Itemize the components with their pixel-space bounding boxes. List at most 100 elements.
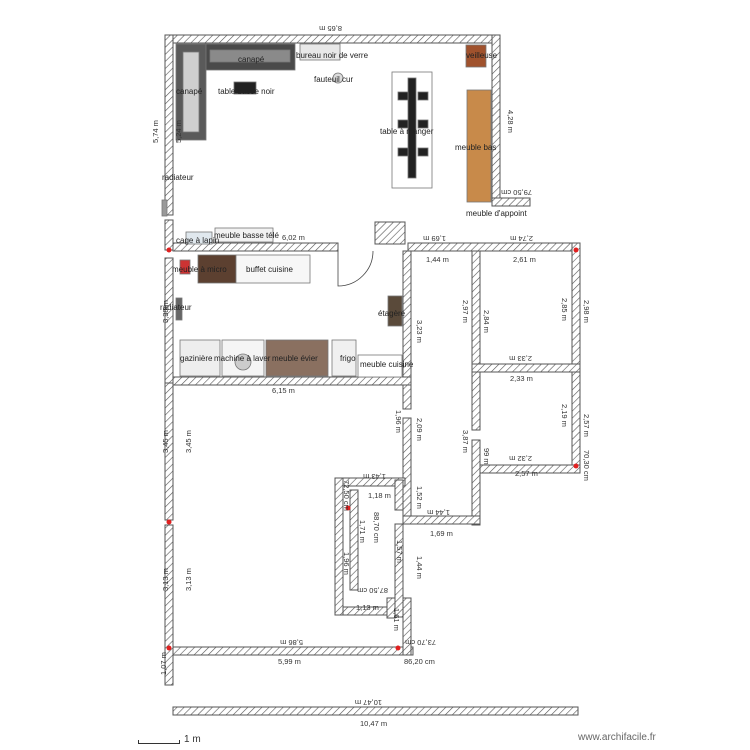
dim-label: 2,09 m bbox=[415, 418, 424, 441]
dim-label: 73,70 cm bbox=[405, 638, 436, 647]
canape-left-inner bbox=[182, 51, 200, 133]
scale-bar bbox=[138, 740, 180, 744]
dim-label: 1,96 m bbox=[342, 552, 351, 575]
cage-lapin bbox=[185, 231, 213, 245]
label-frigo: frigo bbox=[340, 354, 356, 363]
label-meuble-micro: meuble à micro bbox=[172, 265, 227, 274]
label-gaziniere: gazinière bbox=[180, 354, 213, 363]
label-radiateur-2: radiateur bbox=[160, 303, 192, 312]
wall-corridor-h bbox=[402, 515, 481, 525]
dim-label: 2,57 m bbox=[515, 469, 538, 478]
dim-label: 79,50 cm bbox=[501, 188, 532, 197]
markers bbox=[166, 247, 579, 651]
wall-bottom-far bbox=[172, 706, 579, 716]
chair bbox=[397, 91, 409, 101]
dim-label: 3,45 m bbox=[184, 430, 193, 453]
marker bbox=[166, 519, 172, 525]
label-table-basse: table basse noir bbox=[218, 87, 275, 96]
marker bbox=[573, 463, 579, 469]
dim-label: 1,07 m bbox=[159, 652, 168, 675]
wall-inner-link bbox=[394, 479, 404, 511]
buffet bbox=[235, 254, 311, 284]
wall-kitchen-bottom bbox=[172, 376, 412, 386]
chair bbox=[417, 147, 429, 157]
label-meuble-tele: meuble basse télé bbox=[214, 231, 279, 240]
brand-link[interactable]: www.archifacile.fr bbox=[578, 732, 656, 743]
wall-left-mid bbox=[164, 219, 174, 251]
dim-label: 70,30 cm bbox=[582, 450, 591, 481]
dim-label: 3,13 m bbox=[184, 568, 193, 591]
label-buffet: buffet cuisine bbox=[246, 265, 294, 274]
wall-bottom bbox=[172, 646, 414, 656]
label-fauteuil: fauteuil cur bbox=[314, 75, 353, 84]
label-radiateur-1: radiateur bbox=[162, 173, 194, 182]
marker bbox=[166, 645, 172, 651]
dim-label: 2,32 m bbox=[509, 454, 532, 463]
dim-label: 3,87 m bbox=[461, 430, 470, 453]
label-machine-laver: machine à laver bbox=[214, 354, 271, 363]
dim-label: 1,44 m bbox=[415, 556, 424, 579]
label-meuble-bas: meuble bas bbox=[455, 143, 496, 152]
marker bbox=[573, 247, 579, 253]
radiateur-2 bbox=[175, 297, 183, 321]
wall-room-divider-h bbox=[471, 363, 581, 373]
dim-label: 2,33 m bbox=[509, 354, 532, 363]
label-etagere: étagère bbox=[378, 309, 406, 318]
dim-label: 10,47 m bbox=[360, 719, 387, 728]
fauteuil bbox=[332, 72, 344, 84]
dim-label: 1,69 m bbox=[430, 529, 453, 538]
wall-top bbox=[164, 34, 501, 44]
wall-mid-left bbox=[172, 242, 339, 252]
dim-label: 3,38 m bbox=[161, 300, 170, 323]
chair bbox=[417, 91, 429, 101]
dim-label: 2,74 m bbox=[510, 234, 533, 243]
dim-label: 88,70 cm bbox=[372, 512, 381, 543]
wall-bottom-stub bbox=[402, 597, 412, 656]
canape-top-inner bbox=[209, 49, 291, 63]
dim-label: 1,44 m bbox=[426, 255, 449, 264]
dim-label: 3,23 m bbox=[415, 320, 424, 343]
label-meuble-evier: meuble évier bbox=[272, 354, 318, 363]
frigo bbox=[331, 339, 357, 377]
dim-label: 99 m bbox=[482, 448, 491, 465]
label-veilleuse: veilleuse bbox=[466, 51, 498, 60]
dim-label: 1,71 m bbox=[358, 520, 367, 543]
wall-right-rooms bbox=[571, 242, 581, 474]
dim-label: 87,50 cm bbox=[357, 586, 388, 595]
meuble-cuisine bbox=[357, 354, 403, 378]
dim-label: 1,18 m bbox=[368, 491, 391, 500]
dim-label: 2,61 m bbox=[513, 255, 536, 264]
marker bbox=[166, 247, 172, 253]
dim-label: 2,33 m bbox=[510, 374, 533, 383]
dim-label: 5,74 m bbox=[151, 120, 160, 143]
dim-label: 3,45 m bbox=[161, 430, 170, 453]
dim-label: 2,98 m bbox=[582, 300, 591, 323]
dim-label: 10,47 m bbox=[355, 698, 382, 707]
meuble-evier bbox=[265, 339, 329, 377]
dim-label: 6,02 m bbox=[282, 233, 305, 242]
etagere bbox=[387, 295, 403, 327]
meuble-micro bbox=[197, 254, 237, 284]
dimensions: 8,65 m 5,74 m 5,24 m 4,28 m 79,50 cm 6,0… bbox=[151, 24, 591, 728]
wall-room-divider-v2 bbox=[471, 371, 481, 431]
meuble-bas bbox=[466, 89, 492, 203]
chair bbox=[397, 147, 409, 157]
marker bbox=[395, 645, 401, 651]
dim-label: 1,69 m bbox=[423, 234, 446, 243]
gaziniere bbox=[179, 339, 221, 377]
dim-label: 1,44 m bbox=[427, 508, 450, 517]
dim-label: 6,15 m bbox=[272, 386, 295, 395]
wall-right-stub bbox=[491, 197, 531, 207]
dim-label: 2,84 m bbox=[482, 310, 491, 333]
wall-inner-left bbox=[334, 477, 344, 616]
dim-label: 2,85 m bbox=[560, 298, 569, 321]
dim-label: 2,19 m bbox=[560, 404, 569, 427]
wall-inner-right2 bbox=[394, 523, 404, 618]
label-canape-left: canapé bbox=[176, 87, 203, 96]
furniture bbox=[161, 43, 492, 378]
bureau bbox=[299, 43, 341, 61]
label-meuble-appoint: meuble d'appoint bbox=[466, 209, 527, 218]
walls bbox=[164, 34, 581, 716]
dim-label: 8,65 m bbox=[319, 24, 342, 33]
